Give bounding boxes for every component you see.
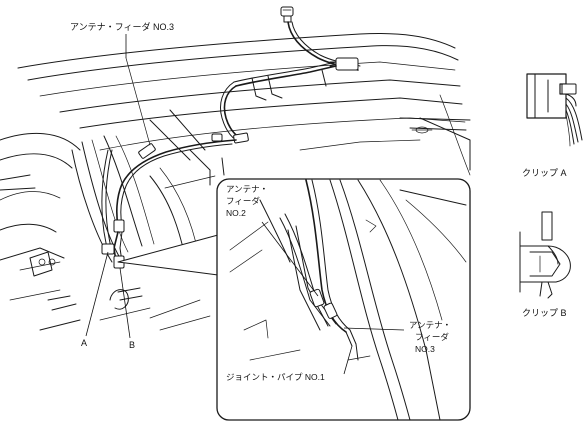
- inset-pointer: [117, 234, 219, 276]
- label-clip-b-caption: クリップ B: [522, 308, 567, 318]
- label-inset-feeder-no3-line3: NO.3: [415, 344, 435, 354]
- label-inset-feeder-no2-line1: アンテナ・: [226, 184, 268, 194]
- label-feeder-no3-top: アンテナ・フィーダ NO.3: [70, 21, 174, 32]
- inset-leaders: [261, 221, 405, 375]
- vehicle-body-drawing: [0, 33, 471, 331]
- clip-a-detail: [526, 73, 583, 147]
- label-inset-feeder-no3-line2: フィーダ: [415, 332, 449, 342]
- label-clip-a-caption: クリップ A: [522, 168, 567, 178]
- clip-a-marker: [101, 243, 115, 255]
- label-inset-feeder-no2-line2: フィーダ: [226, 196, 260, 206]
- clip-b-detail: [519, 211, 571, 299]
- label-inset-feeder-no2-line3: NO.2: [226, 208, 246, 218]
- label-callout-b: B: [129, 340, 135, 350]
- label-inset-feeder-no3-line1: アンテナ・: [409, 320, 451, 330]
- inset-detail-panel: [216, 178, 471, 421]
- antenna-feeder-harness: [101, 6, 361, 269]
- label-callout-a: A: [81, 338, 87, 348]
- antenna-base-icon: [280, 6, 294, 23]
- label-inset-joint-pipe: ジョイント・パイプ NO.1: [226, 372, 325, 382]
- callout-leaders: [85, 251, 131, 339]
